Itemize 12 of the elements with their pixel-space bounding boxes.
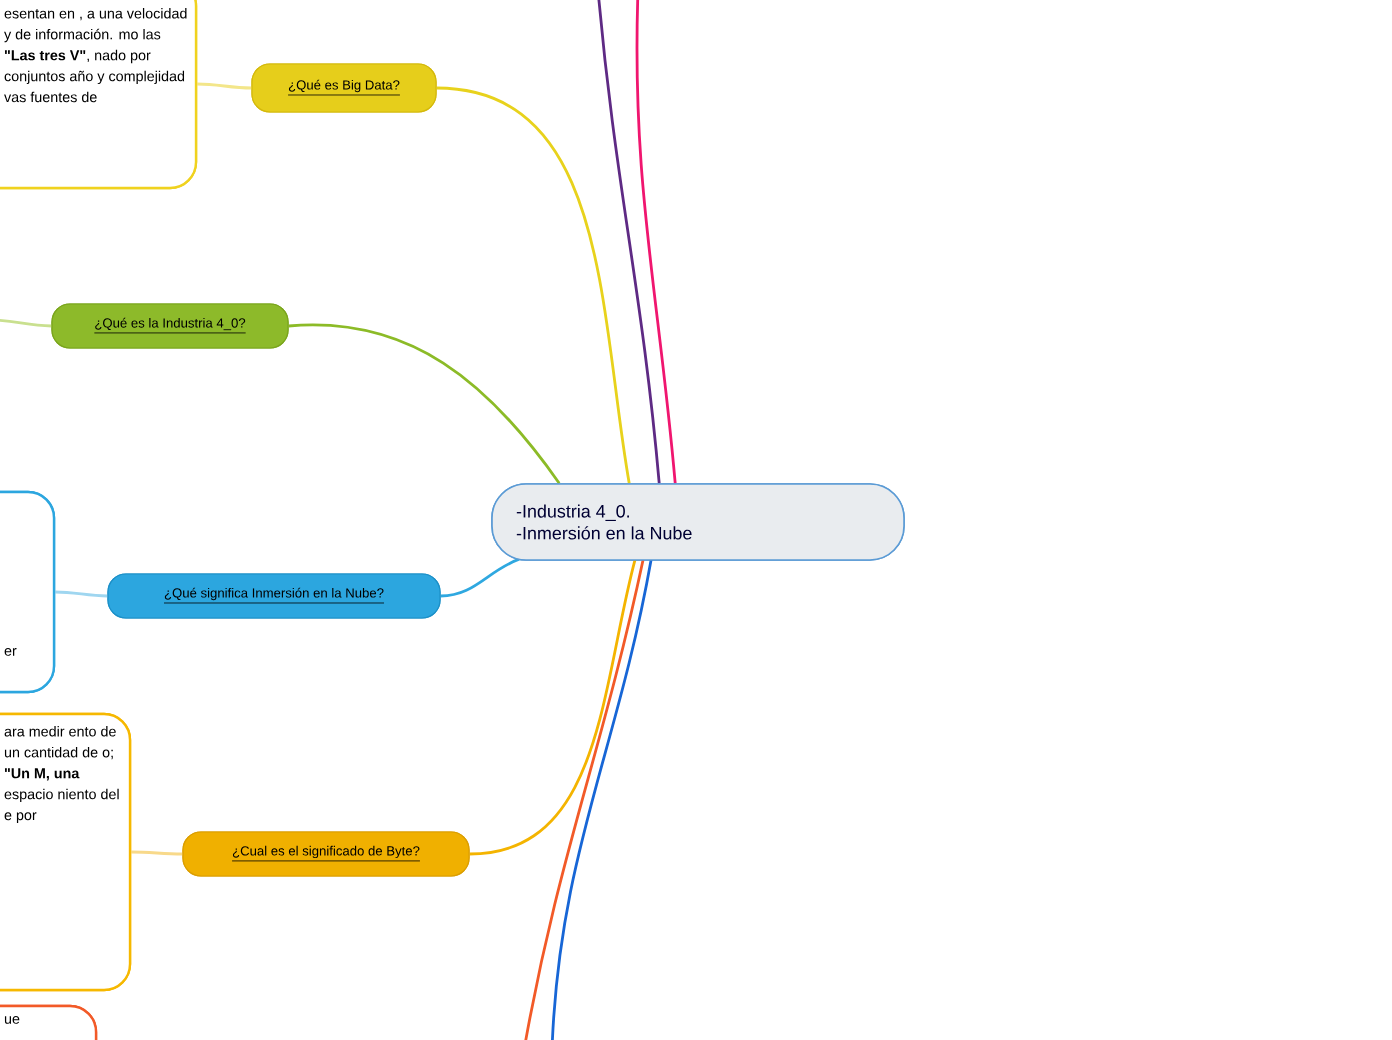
branch-line xyxy=(522,558,645,1040)
branch-line xyxy=(440,557,520,598)
branch-line xyxy=(55,590,108,598)
branch-line xyxy=(550,558,653,1040)
branch-line xyxy=(635,0,677,484)
branch-line xyxy=(288,323,561,484)
branch-line xyxy=(436,86,631,484)
branch-line xyxy=(197,82,252,90)
branch-line xyxy=(469,558,637,856)
branch-line xyxy=(131,850,183,856)
branch-line xyxy=(596,0,661,484)
branch-line xyxy=(0,318,52,328)
